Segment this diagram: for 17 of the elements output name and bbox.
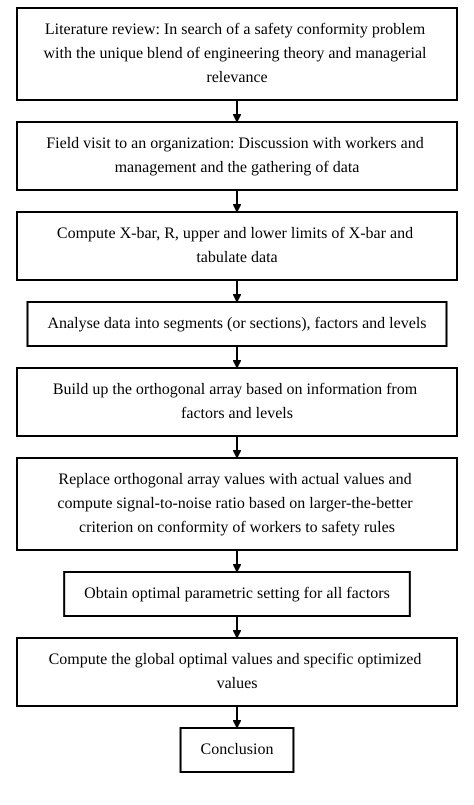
node-box <box>16 121 458 191</box>
arrow <box>232 706 242 728</box>
node-box <box>180 727 294 773</box>
arrow <box>232 616 242 638</box>
arrow <box>232 550 242 572</box>
arrow <box>232 280 242 302</box>
node-box <box>16 7 458 101</box>
node-box <box>16 211 458 281</box>
node-box <box>63 571 411 617</box>
node-box <box>16 367 458 437</box>
node-box <box>26 301 448 347</box>
node-box <box>16 637 458 707</box>
arrow <box>232 190 242 212</box>
arrow <box>232 346 242 368</box>
arrow <box>232 436 242 458</box>
arrow <box>232 100 242 122</box>
node-box <box>16 457 458 551</box>
